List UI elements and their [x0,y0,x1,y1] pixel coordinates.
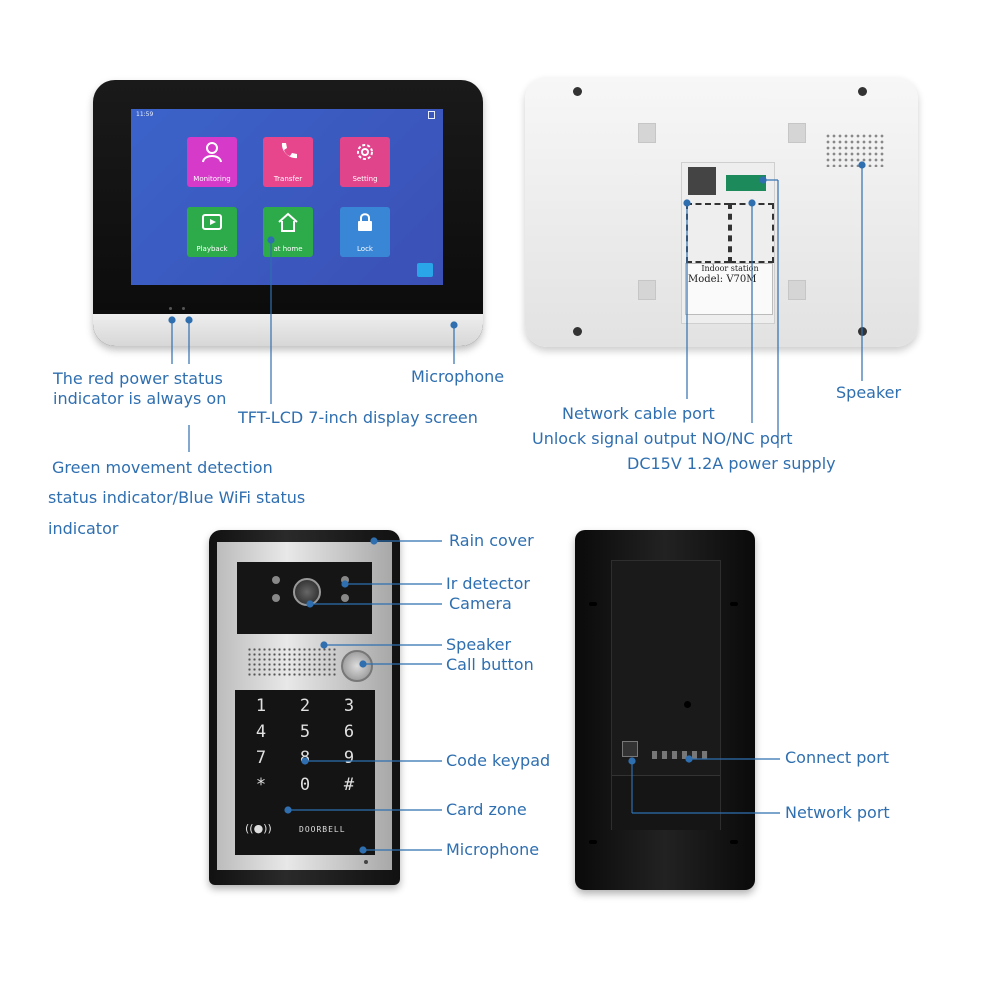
power-led [169,307,172,310]
display-screen: 11:59 Monitoring Transfer Setting Playba… [131,109,443,285]
door-station-back [575,530,755,890]
key[interactable]: 7 [255,748,267,768]
gear-icon [340,141,390,168]
brand-label: DOORBELL [299,825,346,834]
speaker-grill [247,647,337,677]
camera-area [237,562,372,634]
monitor-bottom-bezel [93,314,483,346]
microphone-hole [364,860,368,864]
label-speaker-monitor: Speaker [836,383,902,402]
label-green-movement: Green movement detection [52,458,273,477]
label-unlock-signal: Unlock signal output NO/NC port [532,429,793,448]
app-label: Setting [352,175,378,183]
label-ir-detector: Ir detector [446,574,530,593]
key[interactable]: 2 [299,696,311,716]
ir-led [272,576,280,584]
key[interactable]: 9 [343,748,355,768]
model-sticker: Indoor station Model: V70M [685,263,773,315]
label-connect-port: Connect port [785,748,890,767]
label-display-screen: TFT-LCD 7-inch display screen [238,408,478,427]
screw [858,87,867,96]
status-led [182,307,185,310]
key[interactable]: 3 [343,696,355,716]
door-station-front: 1 2 3 4 5 6 7 8 9 * 0 # ((●)) DOORBELL [209,530,400,885]
app-lock[interactable]: Lock [340,207,390,257]
lower-recess [612,775,720,830]
mount-slot [788,123,806,143]
code-keypad: 1 2 3 4 5 6 7 8 9 * 0 # ((●)) DOORBELL [235,690,375,855]
sticker-line1: Indoor station [701,264,759,273]
label-wifi-status: status indicator/Blue WiFi status [48,488,306,507]
lock-icon [340,211,390,238]
user-icon [187,141,237,168]
screw [573,327,582,336]
key[interactable]: 6 [343,722,355,742]
ir-led [341,576,349,584]
speaker-grill-back [825,133,885,167]
label-speaker-door: Speaker [446,635,512,654]
ir-led [341,594,349,602]
metal-faceplate: 1 2 3 4 5 6 7 8 9 * 0 # ((●)) DOORBELL [217,542,392,870]
app-transfer[interactable]: Transfer [263,137,313,187]
connect-port-terminal [652,751,708,759]
status-time: 11:59 [136,111,154,118]
label-power-supply: DC15V 1.2A power supply [627,454,836,473]
call-button[interactable] [341,650,373,682]
app-setting[interactable]: Setting [340,137,390,187]
label-microphone-door: Microphone [446,840,540,859]
network-port-connector [622,741,638,757]
home-icon [263,211,313,238]
key[interactable]: # [343,775,355,795]
camera-lens [293,578,321,606]
label-rain-cover: Rain cover [449,531,534,550]
back-recess [611,560,721,830]
label-camera: Camera [449,594,512,613]
label-microphone-monitor: Microphone [411,367,505,386]
key[interactable]: 0 [299,775,311,795]
key[interactable]: 5 [299,722,311,742]
rfid-icon: ((●)) [245,822,272,835]
app-label: at home [273,245,303,253]
mount-slot [638,280,656,300]
side-slot [730,602,738,606]
ir-led [272,594,280,602]
side-slot [589,602,597,606]
label-indicator: indicator [48,519,119,538]
terminal-connector [726,175,766,191]
indoor-monitor-back: Indoor station Model: V70M [525,77,918,347]
key[interactable]: 4 [255,722,267,742]
mount-hole [684,701,691,708]
screw [573,87,582,96]
mount-slot [638,123,656,143]
app-label: Playback [196,245,228,253]
indoor-monitor-front: 11:59 Monitoring Transfer Setting Playba… [93,80,483,346]
network-cable-connector [688,167,716,195]
label-code-keypad: Code keypad [446,751,551,770]
app-label: Monitoring [193,175,231,183]
label-call-button: Call button [446,655,534,674]
label-red-power-indicator: The red power status indicator is always… [53,369,227,408]
key[interactable]: * [255,775,267,795]
app-playback[interactable]: Playback [187,207,237,257]
mount-slot [788,280,806,300]
label-network-cable-port: Network cable port [562,404,715,423]
label-card-zone: Card zone [446,800,527,819]
side-slot [730,840,738,844]
app-label: Lock [357,245,373,253]
phone-icon [263,141,313,168]
key[interactable]: 1 [255,696,267,716]
play-icon [187,211,237,238]
corner-button[interactable] [417,263,433,277]
app-label: Transfer [273,175,303,183]
sticker-line2: Model: V70M [688,274,757,285]
status-icon [428,111,435,119]
label-network-port: Network port [785,803,890,822]
app-monitoring[interactable]: Monitoring [187,137,237,187]
side-slot [589,840,597,844]
